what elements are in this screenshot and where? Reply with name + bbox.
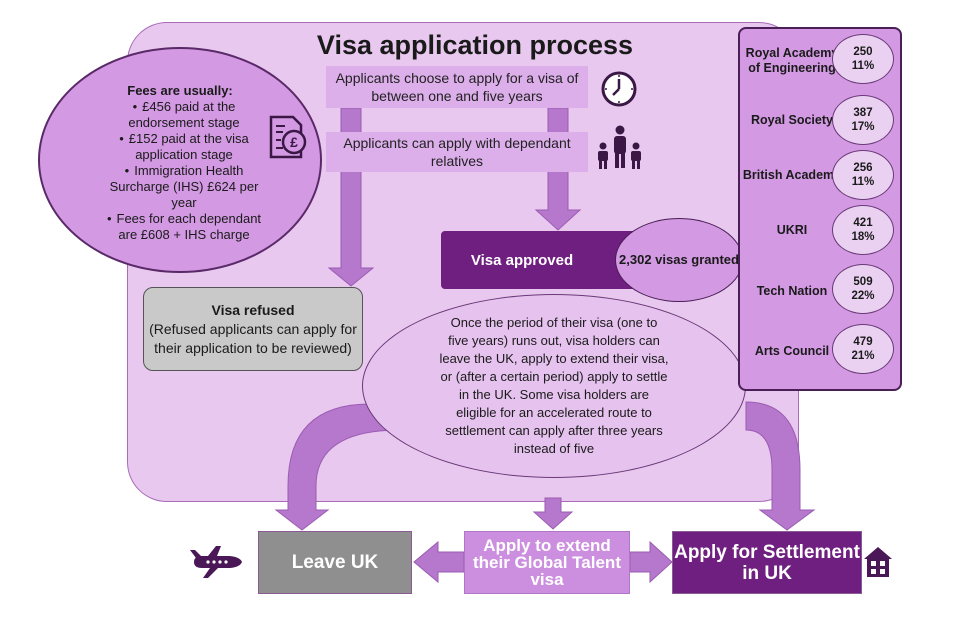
page-title: Visa application process: [316, 30, 634, 60]
leave-uk-box: Leave UK: [258, 531, 412, 594]
endorser-name: Royal Academy of Engineering: [745, 46, 839, 75]
fees-bubble: Fees are usually: £456 paid at the endor…: [38, 47, 322, 273]
family-icon: [598, 125, 641, 169]
visa-period-ellipse: Once the period of their visa (one to fi…: [362, 294, 746, 478]
endorser-name: Arts Council: [754, 343, 830, 358]
arrow-extend-to-leave: [413, 540, 465, 584]
fees-item: Fees for each dependant are £608 + IHS c…: [96, 211, 272, 243]
endorser-name: UKRI: [776, 222, 808, 237]
refused-heading: Visa refused: [211, 301, 295, 318]
fees-item: Immigration Health Surcharge (IHS) £624 …: [96, 163, 272, 211]
endorser-name: Royal Society: [751, 112, 833, 127]
refused-body: (Refused applicants can apply for their …: [149, 320, 357, 356]
step-choose-duration: Applicants choose to apply for a visa of…: [326, 66, 588, 108]
clock-icon: [601, 71, 637, 107]
step-dependants: Applicants can apply with dependant rela…: [326, 132, 588, 172]
visas-granted-bubble: 2,302 visas granted: [615, 218, 743, 302]
airplane-icon: [190, 546, 242, 578]
arrow-extend-to-settle: [629, 540, 673, 584]
settlement-box: Apply for Settlement in UK: [672, 531, 862, 594]
svg-text:£: £: [290, 134, 298, 150]
endorser-name: Tech Nation: [756, 283, 828, 298]
arrow-to-settle: [745, 401, 816, 531]
house-icon: [864, 547, 892, 577]
extend-visa-box: Apply to extend their Global Talent visa: [464, 531, 630, 594]
pound-document-icon: £: [269, 115, 307, 159]
fees-item: £456 paid at the endorsement stage: [96, 99, 272, 131]
endorser-name: British Academy: [742, 167, 842, 182]
fees-heading: Fees are usually:: [127, 83, 233, 98]
visa-refused-box: Visa refused (Refused applicants can app…: [143, 287, 363, 371]
arrow-to-leave: [274, 403, 401, 531]
arrow-to-extend: [532, 497, 574, 530]
fees-list: £456 paid at the endorsement stage £152 …: [96, 99, 272, 243]
fees-item: £152 paid at the visa application stage: [96, 131, 272, 163]
